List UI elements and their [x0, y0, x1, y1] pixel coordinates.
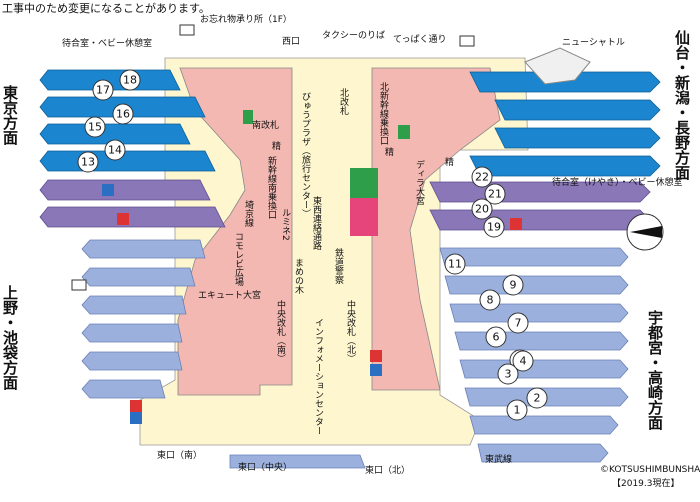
platform-number-3: 3 [505, 368, 512, 381]
platform-number-6: 6 [493, 331, 500, 344]
platform-number-8: 8 [487, 294, 494, 307]
coin-locker-icon [459, 35, 475, 47]
platform-circle: 17 [92, 79, 114, 101]
sei-marker-right: 精 [445, 156, 454, 168]
platform-circle: 16 [112, 103, 134, 125]
wheelchair-icon [130, 412, 142, 424]
exit-west: 西口 [282, 36, 300, 47]
restroom-icon [510, 218, 522, 230]
direction-utsunomiya: 宇都宮・高崎方面 [646, 309, 664, 431]
platform-circle: 19 [483, 216, 505, 238]
comorebi-plaza: コモレビ広場 [233, 232, 244, 287]
platform-number-16: 16 [116, 108, 130, 121]
gate-shinkansen-south: 新幹線南乗換口 [266, 155, 277, 219]
compass-icon [626, 213, 664, 251]
ecute-zone [177, 67, 293, 396]
gate-shinkansen-north: 北新幹線乗換口 [378, 82, 389, 145]
platform-number-2: 2 [534, 392, 541, 405]
platform-number-1: 1 [514, 404, 521, 417]
view-plaza-pink [350, 198, 378, 236]
restroom-icon [370, 350, 382, 362]
platform-circle: 6 [485, 326, 507, 348]
platform-number-18: 18 [123, 74, 137, 87]
shinkansen-gate-south-marker [243, 110, 253, 124]
platform-circle: 11 [444, 253, 466, 275]
notice: 工事中のため変更になることがあります。 [2, 1, 210, 15]
platform-circle: 7 [507, 312, 529, 334]
restroom-icon [130, 400, 142, 412]
gate-central-north: 中央改札（北） [345, 299, 356, 363]
waiting-room-west: 待合室・ベビー休憩室 [62, 37, 152, 49]
exit-east-center: 東口（中央） [238, 461, 292, 473]
platform-number-17: 17 [96, 84, 110, 97]
teppaku-street: てっぱく通り [393, 34, 446, 45]
restroom-icon [117, 213, 129, 225]
dila-zone [371, 67, 501, 391]
gate-central-south: 中央改札（南） [275, 299, 286, 363]
new-shuttle: ニューシャトル [562, 38, 625, 48]
saikyo-line: 埼京線 [243, 199, 254, 227]
platform-circle: 4 [512, 350, 534, 372]
tobu-line: 東武線 [485, 453, 512, 465]
wheelchair-icon [370, 364, 382, 376]
taxi-west: タクシーのりば [322, 30, 385, 41]
platform-number-22: 22 [475, 171, 489, 184]
platform-number-7: 7 [515, 317, 522, 330]
direction-tokyo: 東京方面 [1, 84, 19, 146]
platform-number-11: 11 [448, 258, 462, 271]
platform-circle: 18 [119, 69, 141, 91]
exit-east-south: 東口（南） [157, 449, 202, 461]
dila-omiya: ディラ大宮 [414, 159, 425, 206]
direction-sendai: 仙台・新潟・長野方面 [673, 29, 691, 181]
waiting-room-keyaki: 待合室（けやき）・ベビー休憩室 [552, 176, 683, 188]
view-plaza: びゅうプラザ（旅行センター） [300, 92, 311, 218]
lost-and-found: お忘れ物承り所（1F） [200, 13, 292, 25]
platform-number-13: 13 [81, 156, 95, 169]
platform-circle: 14 [104, 139, 126, 161]
view-plaza-green [350, 168, 378, 198]
tozai-passage: 東西連絡通路 [311, 195, 322, 251]
edition-date: 【2019.3現在】 [612, 477, 680, 489]
coin-locker-icon [179, 24, 195, 36]
mame-no-ki: まめの木 [293, 258, 304, 295]
platform-circle: 8 [479, 289, 501, 311]
platform-circle: 2 [526, 387, 548, 409]
shinkansen-platforms [39, 69, 661, 177]
platform-number-circles: 18 17 16 15 14 13 22 21 20 19 11 9 8 7 6… [77, 69, 548, 421]
new-shuttle-track [524, 47, 591, 85]
platform-circle: 13 [77, 151, 99, 173]
platform-number-14: 14 [108, 144, 122, 157]
platform-number-9: 9 [510, 279, 517, 292]
platform-circle: 15 [84, 116, 106, 138]
ecute-omiya: エキュート大宮 [198, 289, 261, 301]
sei-marker-west: 精 [272, 140, 281, 152]
platform-circle: 20 [471, 198, 493, 220]
lumine2: ルミネ2 [280, 208, 291, 241]
platform-circle: 1 [506, 399, 528, 421]
railway-police: 鉄道警察 [333, 247, 344, 284]
sei-marker-east: 精 [385, 146, 394, 158]
platform-circle: 9 [502, 274, 524, 296]
platform-circle: 3 [497, 363, 519, 385]
copyright: ©KOTSUSHIMBUNSHA [600, 465, 700, 475]
exit-east-north: 東口（北） [365, 464, 410, 476]
wheelchair-icon [102, 184, 114, 196]
platform-number-4: 4 [520, 355, 527, 368]
platform-number-15: 15 [88, 121, 102, 134]
gate-north: 北改札 [338, 88, 349, 115]
platform-number-20: 20 [475, 203, 489, 216]
shinkansen-gate-north-marker [398, 125, 410, 139]
direction-ueno-ikebukuro: 上野・池袋方面 [1, 285, 19, 391]
platform-number-19: 19 [487, 221, 501, 234]
platform-number-21: 21 [488, 188, 502, 201]
platform-circle: 22 [471, 166, 493, 188]
platform-circle: 21 [484, 183, 506, 205]
info-center: インフォメーションセンター [313, 318, 324, 435]
coin-locker-icon [71, 279, 87, 291]
gate-south: 南改札 [252, 119, 279, 131]
